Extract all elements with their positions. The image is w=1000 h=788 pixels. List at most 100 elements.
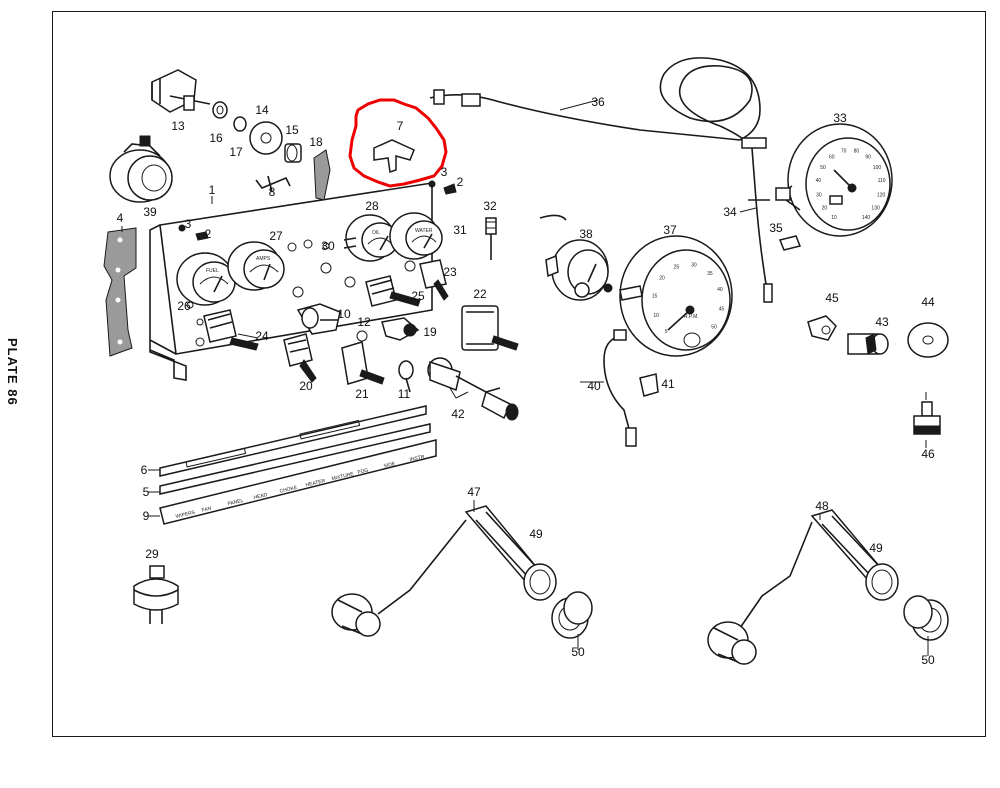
switch-20 [283, 333, 317, 383]
tach-scale-number: 20 [659, 276, 665, 282]
drive-cable-40 [603, 329, 637, 447]
callout-11: 11 [398, 387, 411, 401]
cigar-lighter-42 [427, 357, 519, 421]
speedo-scale-number: 140 [862, 215, 871, 221]
plate-frame [52, 11, 986, 737]
key-46 [913, 401, 941, 435]
tach-scale-number: 30 [691, 263, 697, 269]
callout-2: 2 [457, 175, 464, 189]
switch-22 [461, 305, 519, 351]
ammeter-text: AMPS [256, 256, 271, 262]
callout-48: 48 [815, 499, 829, 513]
callout-3: 3 [185, 217, 192, 231]
speedo-scale-number: 90 [865, 154, 871, 160]
switch-23 [419, 259, 449, 301]
callout-29: 29 [145, 547, 159, 561]
callout-42: 42 [451, 407, 465, 421]
strip-label: HEATER [305, 478, 326, 488]
speedo-scale-number: 130 [871, 206, 880, 212]
speedo-scale-number: 60 [829, 154, 835, 160]
speedo-scale-number: 120 [877, 193, 886, 199]
switch-10 [296, 303, 341, 335]
speedo-scale-number: 110 [878, 178, 886, 184]
callout-35: 35 [769, 221, 783, 235]
strip-label: MIXTURE [331, 471, 355, 482]
callout-50: 50 [921, 653, 935, 667]
switch-21 [341, 330, 385, 385]
callout-4: 4 [117, 211, 124, 225]
fuel-tank-unit-right [707, 509, 949, 665]
callout-21: 21 [355, 387, 369, 401]
ammeter-27: AMPS [227, 241, 285, 291]
oil-pressure-switch-29 [133, 565, 179, 624]
clock-39 [109, 135, 173, 203]
callout-39: 39 [143, 205, 157, 219]
fuel-tank-unit-left [331, 505, 593, 639]
strip-label: CHOKE [279, 485, 298, 495]
callout-24: 24 [255, 329, 269, 343]
callout-numbers: 1223345678910111213141516171819202122232… [117, 95, 935, 667]
callout-25: 25 [411, 289, 425, 303]
callout-36: 36 [591, 95, 605, 109]
callout-8: 8 [269, 185, 276, 199]
fuel-gauge-text: FUEL [206, 268, 219, 274]
speedo-scale-number: 80 [854, 149, 860, 155]
label-strip-5 [159, 423, 431, 495]
label-strip-9 [159, 439, 437, 525]
callout-6: 6 [141, 463, 148, 477]
callout-18: 18 [309, 135, 323, 149]
speedo-scale-number: 20 [822, 206, 828, 212]
callout-3: 3 [441, 165, 448, 179]
speedo-scale-number: 50 [820, 165, 826, 171]
callout-15: 15 [285, 123, 299, 137]
callout-49: 49 [869, 541, 883, 555]
callout-32: 32 [483, 199, 497, 213]
switch-hardware [212, 101, 331, 201]
strip-label: INSTR [409, 454, 425, 463]
strip-label: FAN [201, 506, 212, 514]
callout-27: 27 [269, 229, 283, 243]
speedo-scale-number: 100 [873, 165, 882, 171]
callout-1: 1 [209, 183, 216, 197]
tach-scale-number: 40 [717, 287, 723, 293]
tach-scale-number: 50 [711, 324, 717, 330]
callout-46: 46 [921, 447, 935, 461]
oil-temp-gauge-38 [539, 214, 613, 301]
strip-label: SIDE [383, 461, 396, 470]
toggle-switch-24 [203, 309, 259, 351]
callout-45: 45 [825, 291, 839, 305]
mounting-bracket-4 [103, 227, 137, 357]
callout-31: 31 [453, 223, 467, 237]
callout-33: 33 [833, 111, 847, 125]
callout-2: 2 [205, 227, 212, 241]
sender-32 [485, 217, 497, 260]
callout-17: 17 [229, 145, 243, 159]
callout-19: 19 [423, 325, 437, 339]
callout-28: 28 [365, 199, 379, 213]
tach-scale-number: 5 [665, 329, 668, 335]
callout-23: 23 [443, 265, 457, 279]
water-gauge-31: WATER [389, 212, 443, 260]
wiper-motor-13 [151, 69, 211, 113]
callout-10: 10 [337, 307, 351, 321]
dash-panel [149, 182, 433, 381]
tach-scale-number: 45 [719, 307, 725, 313]
callout-43: 43 [875, 315, 889, 329]
callout-38: 38 [579, 227, 593, 241]
callout-9: 9 [143, 509, 150, 523]
screws-2-3 [178, 180, 457, 241]
callout-41: 41 [661, 377, 675, 391]
callout-49: 49 [529, 527, 543, 541]
callout-20: 20 [299, 379, 313, 393]
tach-scale-number: 25 [674, 264, 680, 270]
callout-7: 7 [397, 119, 404, 133]
bracket-41 [639, 373, 659, 397]
tach-scale-number: 35 [707, 271, 713, 277]
callout-47: 47 [467, 485, 481, 499]
oil-gauge-text: OIL [372, 230, 380, 236]
